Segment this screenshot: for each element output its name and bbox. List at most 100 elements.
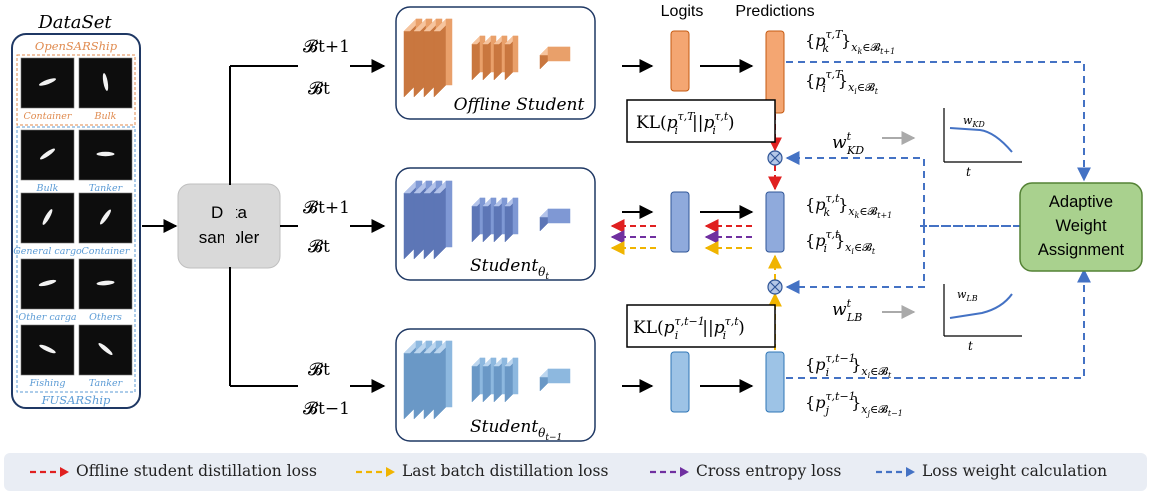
network-layer bbox=[482, 357, 497, 403]
openSARship-group bbox=[16, 54, 136, 126]
offline-student-network-icon bbox=[403, 18, 571, 98]
network-layer bbox=[482, 35, 497, 81]
network-layer bbox=[433, 340, 453, 420]
network-layer bbox=[504, 35, 519, 81]
mid-batch2: 𝓑t bbox=[308, 237, 330, 257]
network-layer bbox=[433, 180, 453, 260]
adaptive-weight-box[interactable] bbox=[1019, 182, 1143, 272]
dataset-title: DataSet bbox=[37, 12, 112, 33]
fusarship-group bbox=[16, 126, 136, 393]
weight-loop-kd bbox=[785, 151, 1020, 227]
network-layer bbox=[539, 368, 571, 392]
thumbnail: Others bbox=[78, 258, 133, 323]
mid-logits bbox=[670, 191, 690, 253]
network-layer bbox=[471, 197, 486, 243]
prev-student-label: Studentθt−1 bbox=[470, 417, 562, 443]
mid-predictions bbox=[765, 191, 785, 253]
network-layer bbox=[482, 197, 497, 243]
network-layer bbox=[471, 357, 486, 403]
thumbnail-label: Others bbox=[89, 312, 122, 323]
logits-header: Logits bbox=[661, 3, 704, 20]
network-layer bbox=[493, 357, 508, 403]
thumbnail-label: Tanker bbox=[89, 378, 124, 389]
network-layer bbox=[504, 357, 519, 403]
ship-blob bbox=[100, 209, 111, 225]
network-layer bbox=[433, 18, 453, 98]
legend-item-ce: Cross entropy loss bbox=[650, 462, 841, 480]
bot-batch1: 𝓑t bbox=[308, 360, 330, 380]
adaptive-line1: Adaptive bbox=[1049, 193, 1113, 211]
thumbnail: Fishing bbox=[20, 324, 75, 389]
ship-blob bbox=[40, 148, 55, 160]
legend-blue-arrow-icon bbox=[876, 467, 915, 477]
network-layer bbox=[471, 35, 486, 81]
prev-student-network-icon bbox=[403, 340, 571, 420]
weight-loop-lb bbox=[785, 226, 925, 294]
sampler-cover bbox=[224, 185, 236, 267]
network-layer bbox=[493, 197, 508, 243]
top-batch2: 𝓑t bbox=[308, 79, 330, 99]
ship-blob bbox=[39, 344, 56, 354]
ship-blob bbox=[42, 209, 53, 225]
thumbnail: Bulk bbox=[20, 129, 75, 194]
lb-plot-label: wLB bbox=[957, 288, 978, 303]
kd-plot-xlabel: t bbox=[966, 165, 971, 179]
student-network-icon bbox=[403, 180, 571, 260]
thumbnail: Tanker bbox=[78, 324, 133, 389]
thumbnail: Bulk bbox=[78, 57, 133, 122]
legend-label-offline: Offline student distillation loss bbox=[76, 462, 317, 480]
thumbnail-label: Container bbox=[82, 246, 131, 257]
legend-item-weight: Loss weight calculation bbox=[876, 462, 1107, 480]
network-layer bbox=[504, 197, 519, 243]
thumbnail-label: Bulk bbox=[94, 111, 117, 122]
legend-bar: Offline student distillation loss Last b… bbox=[4, 453, 1147, 491]
ship-blob bbox=[96, 151, 115, 157]
thumbnail-label: Bulk bbox=[36, 183, 59, 194]
top-batch1: 𝓑t+1 bbox=[303, 37, 350, 57]
openSARship-label: OpenSARShip bbox=[35, 39, 118, 53]
student-label: Studentθt bbox=[470, 256, 549, 282]
lb-mini-plot bbox=[943, 284, 1022, 337]
kd-plot-label: wKD bbox=[963, 114, 985, 129]
legend-red-arrow-icon bbox=[30, 467, 69, 477]
thumbnail: Tanker bbox=[78, 129, 133, 194]
adaptive-line3: Assignment bbox=[1038, 241, 1125, 259]
bot-batch2: 𝓑t−1 bbox=[303, 399, 350, 419]
thumbnail-label: General cargo bbox=[13, 246, 82, 257]
legend-purple-arrow-icon bbox=[650, 467, 689, 477]
legend-yellow-arrow-icon bbox=[356, 467, 395, 477]
kl-top-box bbox=[626, 99, 776, 143]
thumbnail: Other carga bbox=[18, 258, 77, 323]
legend-item-lastbatch: Last batch distillation loss bbox=[356, 462, 608, 480]
predictions-header: Predictions bbox=[735, 3, 814, 20]
thumbnail-label: Fishing bbox=[29, 378, 66, 389]
multiply-node-lb bbox=[767, 279, 783, 295]
multiply-node-kd bbox=[767, 150, 783, 166]
mid-batch1: 𝓑t+1 bbox=[303, 198, 350, 218]
fusarship-label: FUSARShip bbox=[41, 393, 111, 407]
ship-blob bbox=[39, 78, 56, 86]
bot-predictions bbox=[765, 351, 785, 413]
legend-label-lastbatch: Last batch distillation loss bbox=[402, 462, 609, 480]
thumbnail-label: Tanker bbox=[89, 183, 124, 194]
ship-blob bbox=[38, 279, 57, 287]
legend-item-offline: Offline student distillation loss bbox=[30, 462, 317, 480]
thumbnail-label: Other carga bbox=[18, 312, 77, 323]
thumbnail: General cargo bbox=[13, 192, 82, 257]
offline-student-label: Offline Student bbox=[454, 95, 585, 115]
top-logits bbox=[670, 30, 690, 92]
lb-plot-xlabel: t bbox=[968, 339, 973, 353]
bot-pred-to-adaptive bbox=[786, 268, 1091, 379]
thumbnail: Container bbox=[78, 192, 133, 257]
thumbnail-label: Container bbox=[24, 111, 73, 122]
kd-mini-plot bbox=[943, 108, 1022, 163]
